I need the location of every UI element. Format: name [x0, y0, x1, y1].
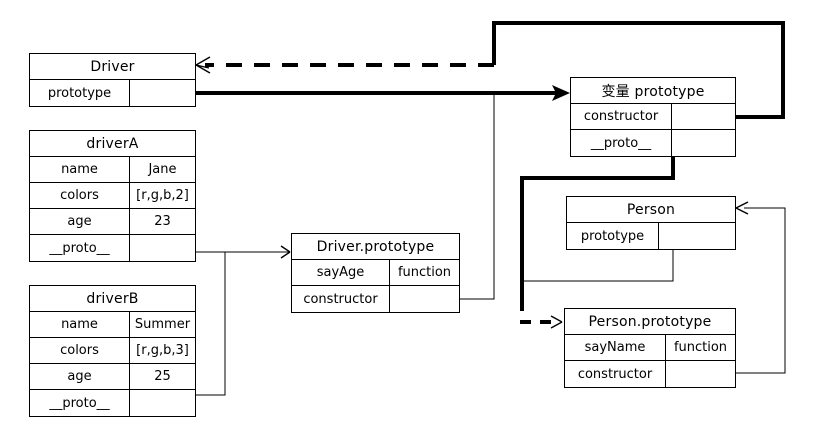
box-variable-prototype-key-constructor: constructor — [571, 104, 672, 129]
box-driverb-key-colors: colors — [30, 338, 130, 363]
box-variable-prototype-value-proto — [672, 130, 735, 156]
box-driver-prototype-row-constructor[interactable]: constructor — [292, 286, 459, 312]
box-drivera-row-age[interactable]: age 23 — [30, 209, 195, 235]
box-person[interactable]: Person prototype — [566, 196, 736, 250]
box-person-prototype-key-constructor: constructor — [565, 361, 666, 387]
box-drivera-key-name: name — [30, 157, 130, 182]
box-driverb-row-age[interactable]: age 25 — [30, 364, 195, 390]
box-driver-prototype-value-constructor — [390, 286, 459, 312]
box-person-prototype-value-constructor — [666, 361, 735, 387]
wire-variable-constructor-to-driver — [195, 21, 785, 119]
box-person-prototype-row-constructor[interactable]: constructor — [565, 361, 735, 387]
box-driverb-value-name: Summer — [134, 317, 191, 332]
box-driver-key-prototype: prototype — [30, 80, 130, 106]
box-driver-title: Driver — [30, 54, 195, 80]
box-driver-prototype-key-sayage: sayAge — [292, 260, 390, 285]
box-variable-prototype[interactable]: 变量 prototype constructor __proto__ — [570, 77, 736, 157]
box-person-prototype-key-sayname: sayName — [565, 335, 666, 360]
box-drivera-key-proto: __proto__ — [30, 235, 130, 261]
box-person-title: Person — [567, 197, 735, 223]
box-person-value-prototype — [659, 223, 735, 249]
box-drivera-value-name: Jane — [148, 162, 177, 177]
box-drivera-title: driverA — [30, 131, 195, 157]
box-driverb-value-proto — [130, 390, 195, 416]
box-driver-row-prototype[interactable]: prototype — [30, 80, 195, 106]
box-drivera-value-colors: [r,g,b,2] — [136, 188, 189, 203]
box-driver[interactable]: Driver prototype — [29, 53, 196, 107]
box-driverb-row-colors[interactable]: colors [r,g,b,3] — [30, 338, 195, 364]
box-person-prototype-title: Person.prototype — [565, 309, 735, 335]
box-person-prototype[interactable]: Person.prototype sayName function constr… — [564, 308, 736, 388]
box-variable-prototype-row-proto[interactable]: __proto__ — [571, 130, 735, 156]
box-driver-prototype-key-constructor: constructor — [292, 286, 390, 312]
box-variable-prototype-key-proto: __proto__ — [571, 130, 672, 156]
box-driver-prototype-value-sayage: function — [397, 265, 452, 280]
box-person-prototype-value-sayname: function — [673, 340, 728, 355]
box-drivera-row-colors[interactable]: colors [r,g,b,2] — [30, 183, 195, 209]
box-driver-prototype[interactable]: Driver.prototype sayAge function constru… — [291, 233, 460, 313]
box-driverb-value-colors: [r,g,b,3] — [136, 343, 189, 358]
box-variable-prototype-row-constructor[interactable]: constructor — [571, 104, 735, 130]
box-driver-value-prototype — [130, 80, 195, 106]
box-person-row-prototype[interactable]: prototype — [567, 223, 735, 249]
box-driver-prototype-row-sayage[interactable]: sayAge function — [292, 260, 459, 286]
box-variable-prototype-title: 变量 prototype — [571, 78, 735, 104]
box-driverb[interactable]: driverB name Summer colors [r,g,b,3] age… — [29, 285, 196, 417]
wire-person-prototype-cell — [522, 248, 674, 282]
wire-driver-prototype-to-variable — [136, 85, 570, 101]
wire-variable-proto-to-personprototype — [520, 143, 675, 329]
box-person-key-prototype: prototype — [567, 223, 659, 249]
box-driverb-row-proto[interactable]: __proto__ — [30, 390, 195, 416]
box-drivera-value-proto — [130, 235, 195, 261]
box-person-prototype-row-sayname[interactable]: sayName function — [565, 335, 735, 361]
box-drivera-row-proto[interactable]: __proto__ — [30, 235, 195, 261]
box-driverb-title: driverB — [30, 286, 195, 312]
box-drivera-key-age: age — [30, 209, 130, 234]
box-drivera-key-colors: colors — [30, 183, 130, 208]
box-drivera-row-name[interactable]: name Jane — [30, 157, 195, 183]
box-drivera-value-age: 23 — [154, 214, 171, 229]
box-driverb-key-age: age — [30, 364, 130, 389]
box-driverb-row-name[interactable]: name Summer — [30, 312, 195, 338]
box-driverb-key-proto: __proto__ — [30, 390, 130, 416]
box-driverb-value-age: 25 — [154, 369, 171, 384]
box-driverb-key-name: name — [30, 312, 130, 337]
box-drivera[interactable]: driverA name Jane colors [r,g,b,2] age 2… — [29, 130, 196, 262]
box-variable-prototype-value-constructor — [672, 104, 735, 129]
box-driver-prototype-title: Driver.prototype — [292, 234, 459, 260]
